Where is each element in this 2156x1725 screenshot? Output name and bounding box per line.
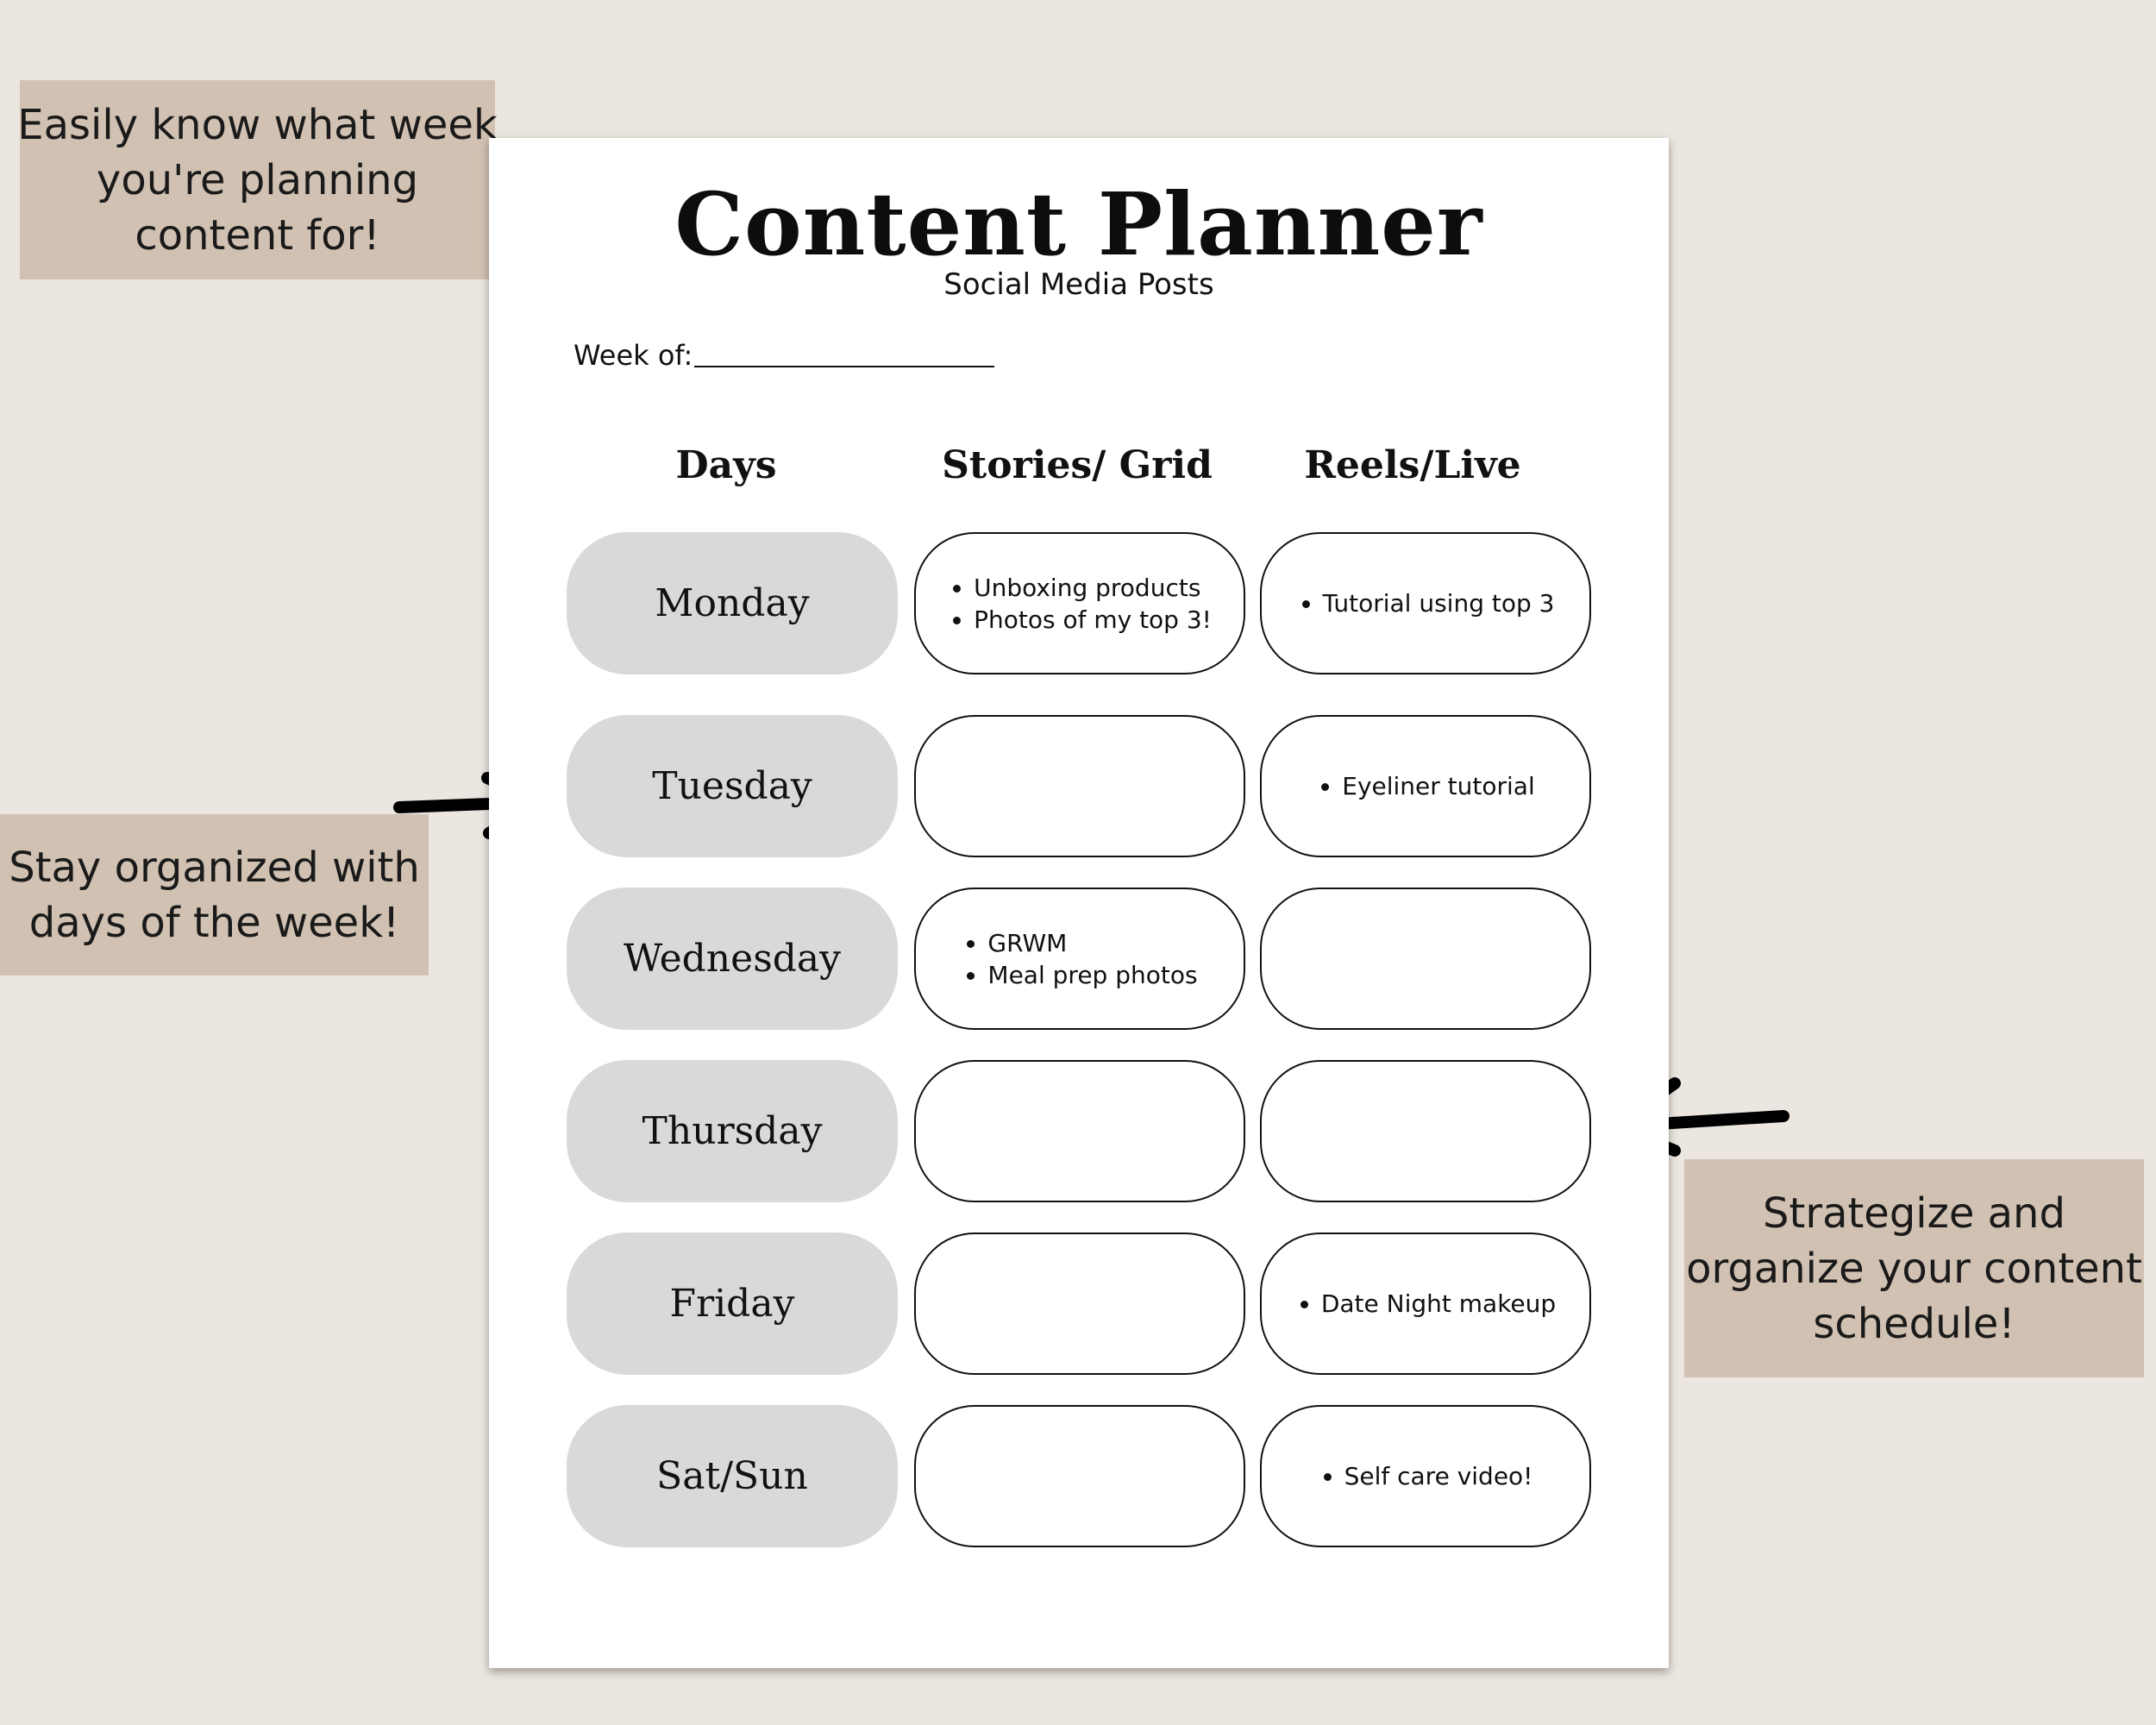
column-header-stories: Stories/ Grid (942, 443, 1213, 487)
list-item: Eyeliner tutorial (1342, 770, 1535, 802)
callout-days-line: Stay organized with (9, 843, 420, 892)
day-cell: Monday (567, 532, 898, 674)
callout-strategy-line: Strategize and (1763, 1189, 2065, 1238)
planner-page: Content Planner Social Media Posts Week … (489, 138, 1669, 1668)
column-header-days: Days (675, 443, 777, 487)
day-cell: Tuesday (567, 715, 898, 857)
list-item: Self care video! (1344, 1460, 1533, 1492)
reels-cell-list: Eyeliner tutorial (1316, 770, 1535, 802)
stories-cell: GRWMMeal prep photos (914, 888, 1245, 1030)
callout-week-line: Easily know what week (17, 100, 498, 149)
callout-week-line: content for! (135, 210, 380, 260)
reels-cell (1260, 888, 1591, 1030)
list-item: Date Night makeup (1321, 1288, 1556, 1320)
day-cell: Wednesday (567, 888, 898, 1030)
list-item: Meal prep photos (987, 959, 1197, 991)
reels-cell: Self care video! (1260, 1405, 1591, 1547)
stories-cell (914, 1405, 1245, 1547)
day-cell: Thursday (567, 1060, 898, 1202)
reels-cell-list: Date Night makeup (1295, 1288, 1556, 1320)
list-item: Photos of my top 3! (974, 604, 1212, 636)
week-of-blank-line (694, 366, 995, 367)
reels-cell-list: Self care video! (1319, 1460, 1533, 1492)
callout-strategy-line: schedule! (1813, 1299, 2015, 1348)
day-cell: Friday (567, 1233, 898, 1375)
stories-cell (914, 1233, 1245, 1375)
list-item: GRWM (987, 927, 1197, 959)
page-subtitle: Social Media Posts (943, 267, 1214, 302)
callout-days: Stay organized with days of the week! (0, 814, 429, 975)
callout-strategy-line: organize your content (1686, 1244, 2142, 1293)
reels-cell: Date Night makeup (1260, 1233, 1591, 1375)
callout-week: Easily know what week you're planning co… (17, 80, 498, 279)
reels-cell-list: Tutorial using top 3 (1297, 587, 1555, 619)
day-cell: Sat/Sun (567, 1405, 898, 1547)
callout-days-line: days of the week! (28, 898, 400, 947)
stories-cell-list: Unboxing productsPhotos of my top 3! (948, 572, 1212, 636)
list-item: Unboxing products (974, 572, 1212, 604)
callout-strategy: Strategize and organize your content sch… (1684, 1159, 2144, 1377)
column-header-reels: Reels/Live (1304, 443, 1521, 487)
stories-cell-list: GRWMMeal prep photos (962, 927, 1197, 991)
week-of-label: Week of: (573, 339, 693, 372)
page-title: Content Planner (674, 173, 1483, 275)
reels-cell: Eyeliner tutorial (1260, 715, 1591, 857)
reels-cell: Tutorial using top 3 (1260, 532, 1591, 674)
reels-cell (1260, 1060, 1591, 1202)
stories-cell (914, 715, 1245, 857)
stories-cell: Unboxing productsPhotos of my top 3! (914, 532, 1245, 674)
callout-week-line: you're planning (96, 155, 419, 204)
week-of-field: Week of: (573, 336, 995, 374)
list-item: Tutorial using top 3 (1323, 587, 1555, 619)
stories-cell (914, 1060, 1245, 1202)
